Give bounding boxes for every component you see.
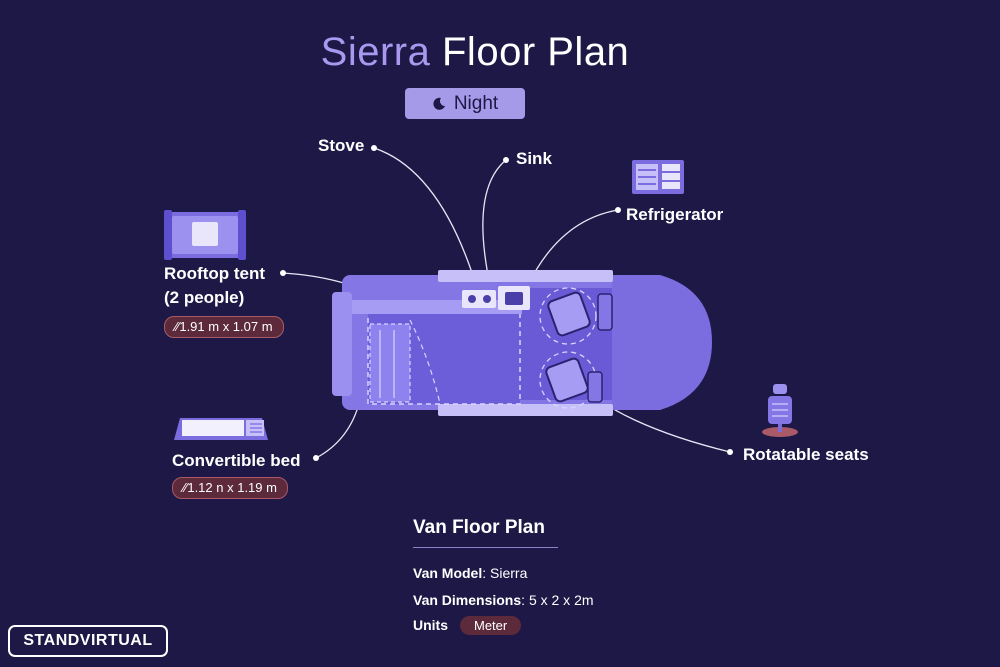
page-title: Sierra Floor Plan [0, 30, 950, 75]
moon-icon [433, 97, 445, 110]
convertible-bed-dimensions: 1.12 n x 1.19 m [187, 480, 277, 495]
convertible-bed-dimensions-badge: ⁄⁄1.12 n x 1.19 m [172, 477, 288, 499]
units-row: Units Meter [413, 616, 522, 635]
van-info-panel: Van Floor Plan Van Model: Sierra Van Dim… [413, 517, 713, 635]
van-model-row: Van Model: Sierra [413, 565, 528, 581]
night-mode-label: Night [453, 92, 499, 114]
refrigerator-label: Refrigerator [626, 205, 724, 224]
front-seat-left [547, 291, 591, 337]
rooftop-tent-label-line1: Rooftop tent [164, 264, 266, 283]
night-mode-button[interactable]: Night [405, 88, 525, 119]
stove-leader-line [373, 147, 477, 286]
van-model-value: Sierra [490, 565, 528, 581]
rooftop-tent-dimensions: 1.91 m x 1.07 m [179, 319, 273, 334]
standvirtual-logo: STANDVIRTUAL [8, 625, 168, 657]
rooftop-tent-label: Rooftop tent (2 people) [164, 262, 265, 310]
rooftop-tent-label-line2: (2 people) [164, 288, 245, 307]
logo-text: STANDVIRTUAL [23, 632, 153, 649]
ruler-icon: ⁄⁄ [183, 480, 188, 495]
units-key: Units [413, 617, 448, 633]
rooftop-tent-dimensions-badge: ⁄⁄1.91 m x 1.07 m [164, 316, 284, 338]
van-dimensions-key: Van Dimensions [413, 592, 522, 608]
title-text: Floor Plan [442, 30, 630, 74]
ruler-icon: ⁄⁄ [175, 319, 180, 334]
sink-label: Sink [516, 149, 552, 168]
van-dimensions-row: Van Dimensions: 5 x 2 x 2m [413, 592, 594, 608]
rotatable-seats-label: Rotatable seats [743, 445, 869, 464]
van-dimensions-value: 5 x 2 x 2m [528, 592, 594, 608]
van-top-view [332, 270, 712, 416]
rotatable-seat-icon [762, 384, 798, 437]
sink-leader-line [482, 159, 507, 286]
convertible-bed-icon [174, 418, 268, 440]
front-seat-right [545, 357, 589, 403]
convertible-bed-label: Convertible bed [172, 451, 301, 470]
units-toggle[interactable]: Meter [460, 616, 522, 635]
title-model: Sierra [320, 30, 431, 74]
rooftop-tent-icon [164, 210, 246, 260]
refrigerator-icon [632, 160, 684, 194]
van-model-key: Van Model [413, 565, 483, 581]
info-title: Van Floor Plan [413, 517, 558, 548]
stove-label: Stove [318, 136, 365, 155]
